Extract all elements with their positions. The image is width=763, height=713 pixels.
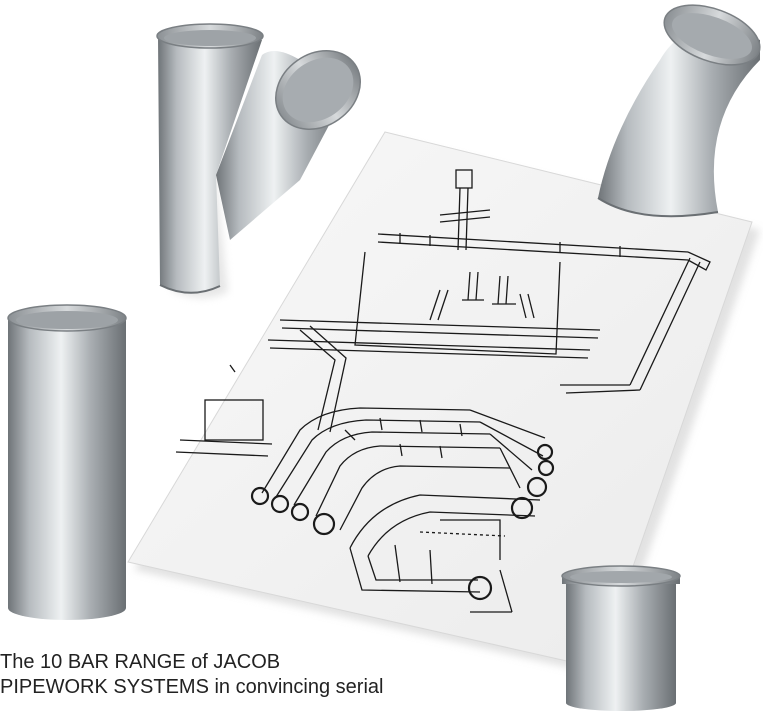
caption-line-2: PIPEWORK SYSTEMS in convincing serial — [0, 676, 384, 698]
y-branch-pipe-icon — [156, 23, 362, 299]
caption-text: The 10 BAR RANGE of JACOB PIPEWORK SYSTE… — [0, 650, 520, 700]
pipework-technical-drawing — [175, 169, 711, 613]
short-pipe-coupling-icon — [561, 565, 681, 711]
bend-elbow-pipe-icon — [597, 4, 761, 218]
caption-line-1: The 10 BAR RANGE of JACOB — [0, 651, 281, 673]
tall-straight-pipe-icon — [7, 304, 127, 620]
